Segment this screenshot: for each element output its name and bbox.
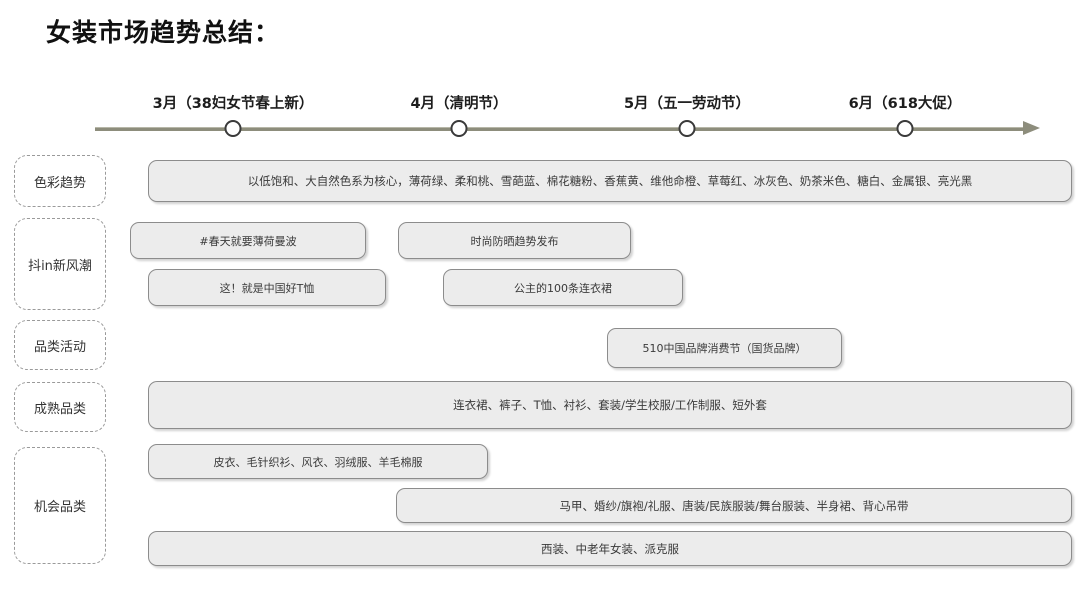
timeline-axis	[95, 127, 1025, 131]
timeline-label-4: 6月（618大促）	[848, 96, 962, 112]
row-label-douyin-trend: 抖in新风潮	[14, 218, 106, 310]
bar-douyin-trend-4[interactable]: 公主的100条连衣裙	[443, 269, 683, 306]
timeline-label-1: 3月（38妇女节春上新）	[152, 96, 314, 112]
bar-opportunity-category-2[interactable]: 马甲、婚纱/旗袍/礼服、唐装/民族服装/舞台服装、半身裙、背心吊带	[396, 488, 1072, 523]
timeline-node-3[interactable]	[678, 120, 696, 137]
row-label-mature-category: 成熟品类	[14, 382, 106, 432]
timeline-node-4[interactable]	[896, 120, 914, 137]
bar-douyin-trend-1[interactable]: #春天就要薄荷曼波	[130, 222, 366, 259]
timeline-label-2: 4月（清明节）	[410, 96, 508, 112]
bar-douyin-trend-3[interactable]: 这！就是中国好T恤	[148, 269, 386, 306]
row-label-category-campaign: 品类活动	[14, 320, 106, 370]
timeline-label-3: 5月（五一劳动节）	[623, 96, 751, 112]
timeline-node-2[interactable]	[450, 120, 468, 137]
bar-mature-category-1[interactable]: 连衣裙、裤子、T恤、衬衫、套装/学生校服/工作制服、短外套	[148, 381, 1072, 429]
bar-color-trend-1[interactable]: 以低饱和、大自然色系为核心，薄荷绿、柔和桃、雪葩蓝、棉花糖粉、香蕉黄、维他命橙、…	[148, 160, 1072, 202]
bar-douyin-trend-2[interactable]: 时尚防晒趋势发布	[398, 222, 631, 259]
page-title: 女装市场趋势总结：	[46, 18, 281, 47]
row-label-opportunity-category: 机会品类	[14, 447, 106, 564]
bar-category-campaign-1[interactable]: 510中国品牌消费节（国货品牌）	[607, 328, 842, 368]
timeline-node-1[interactable]	[224, 120, 242, 137]
arrow-right-icon	[1023, 121, 1040, 135]
bar-opportunity-category-1[interactable]: 皮衣、毛针织衫、风衣、羽绒服、羊毛棉服	[148, 444, 488, 479]
timeline: 3月（38妇女节春上新） 4月（清明节） 5月（五一劳动节） 6月（618大促）	[0, 92, 1080, 140]
row-label-color-trend: 色彩趋势	[14, 155, 106, 207]
bar-opportunity-category-3[interactable]: 西装、中老年女装、派克服	[148, 531, 1072, 566]
